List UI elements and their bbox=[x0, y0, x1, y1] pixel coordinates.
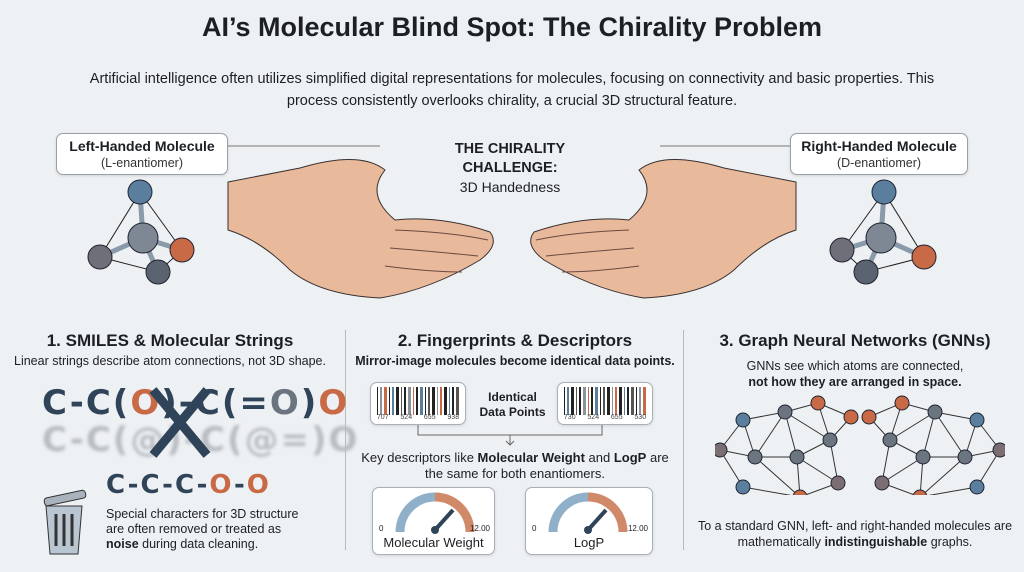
left-molecule-icon bbox=[87, 179, 195, 285]
barcode-numbers: 730 524 655 530 bbox=[558, 414, 652, 421]
graph-edge bbox=[784, 411, 798, 458]
page-title: AI’s Molecular Blind Spot: The Chirality… bbox=[201, 12, 823, 42]
trash-can-icon bbox=[43, 489, 87, 555]
gauge-label: LogP bbox=[573, 535, 605, 550]
right-hand-icon bbox=[530, 159, 797, 299]
identical-data-points-label: Identical Data Points bbox=[479, 390, 546, 419]
graph-node bbox=[735, 479, 751, 495]
barcode-number: 524 bbox=[400, 414, 413, 421]
left-label-title: Left-Handed Molecule bbox=[69, 138, 215, 154]
left-molecule-label: Left-Handed Molecule (L-enantiomer) bbox=[56, 133, 228, 175]
fingerprints-description: Mirror-image molecules become identical … bbox=[355, 354, 675, 368]
barcode-number: 730 bbox=[563, 414, 576, 421]
smiles-heading: 1. SMILES & Molecular Strings bbox=[46, 331, 294, 350]
barcode-numbers: 707 524 655 938 bbox=[371, 414, 465, 421]
graph-edge bbox=[754, 456, 799, 495]
graph-node bbox=[969, 412, 985, 428]
barcode-number: 655 bbox=[610, 414, 623, 421]
hands-and-molecules-illustration bbox=[87, 145, 937, 299]
graph-node bbox=[874, 475, 890, 491]
barcode-right: 730 524 655 530 bbox=[557, 382, 653, 425]
smiles-string: C-C(O)-C(=O)O bbox=[42, 383, 350, 423]
smiles-description: Linear strings describe atom connections… bbox=[14, 354, 326, 368]
subtitle: Artificial intelligence often utilizes s… bbox=[89, 71, 935, 109]
gauge-logp: 0 12.00 LogP bbox=[525, 487, 653, 555]
gauge-max: 12.00 bbox=[627, 524, 648, 533]
barcode-left: 707 524 655 938 bbox=[370, 382, 466, 425]
graph-node bbox=[792, 489, 808, 495]
graph-node bbox=[957, 449, 973, 465]
graph-edge bbox=[784, 411, 831, 441]
chirality-challenge: THE CHIRALITY CHALLENGE: 3D Handedness bbox=[430, 140, 590, 197]
left-hand-icon bbox=[227, 159, 494, 299]
right-molecule-label: Right-Handed Molecule (D-enantiomer) bbox=[790, 133, 968, 175]
graph-edge bbox=[921, 456, 966, 495]
graph-node bbox=[843, 409, 859, 425]
graph-node bbox=[777, 404, 793, 420]
graph-edge bbox=[928, 486, 978, 495]
molecular-graphs bbox=[715, 395, 1005, 495]
graph-edge bbox=[742, 486, 792, 495]
graph-node bbox=[715, 442, 728, 458]
graph-node bbox=[969, 479, 985, 495]
barcode-number: 707 bbox=[376, 414, 389, 421]
gnn-description: GNNs see which atoms are connected,not h… bbox=[746, 359, 964, 389]
gauge-min: 0 bbox=[379, 524, 384, 533]
graph-node bbox=[830, 475, 846, 491]
graph-node bbox=[822, 432, 838, 448]
barcode-number: 530 bbox=[634, 414, 647, 421]
section-divider bbox=[683, 330, 684, 550]
graph-node bbox=[882, 432, 898, 448]
graph-edge bbox=[881, 456, 924, 484]
gauge-dial-icon bbox=[395, 492, 475, 534]
graph-node bbox=[894, 395, 910, 411]
gauge-min: 0 bbox=[532, 524, 537, 533]
challenge-sub: 3D Handedness bbox=[459, 179, 561, 195]
barcode-number: 655 bbox=[423, 414, 436, 421]
graph-edge bbox=[934, 411, 966, 458]
gauge-dial-icon bbox=[548, 492, 628, 534]
gnn-heading: 3. Graph Neural Networks (GNNs) bbox=[719, 331, 991, 350]
fingerprints-heading: 2. Fingerprints & Descriptors bbox=[397, 331, 633, 350]
descriptors-note: Key descriptors like Molecular Weight an… bbox=[361, 450, 669, 481]
graph-edge bbox=[796, 456, 839, 484]
graph-node bbox=[915, 449, 931, 465]
graph-edge bbox=[889, 411, 936, 441]
graph-edge bbox=[922, 411, 936, 458]
gauge-max: 12.00 bbox=[469, 524, 490, 533]
gauge-molecular-weight: 0 12.00 Molecular Weight bbox=[372, 487, 495, 555]
gauge-label: Molecular Weight bbox=[383, 535, 484, 550]
left-label-sub: (L-enantiomer) bbox=[101, 156, 183, 170]
graph-edge bbox=[754, 411, 786, 458]
barcode-number: 524 bbox=[587, 414, 600, 421]
right-molecule-icon bbox=[829, 179, 937, 285]
graph-node bbox=[747, 449, 763, 465]
section-divider bbox=[345, 330, 346, 550]
cross-out-icon bbox=[149, 387, 211, 458]
merge-bracket bbox=[417, 425, 603, 446]
cleaning-note: Special characters for 3D structure are … bbox=[106, 507, 299, 551]
right-label-title: Right-Handed Molecule bbox=[801, 138, 957, 154]
barcode-number: 938 bbox=[447, 414, 460, 421]
gnn-footnote: To a standard GNN, left- and right-hande… bbox=[697, 519, 1013, 549]
graph-node bbox=[735, 412, 751, 428]
cleaned-smiles-string: C-C-C-O-O bbox=[106, 470, 271, 500]
graph-node bbox=[912, 489, 928, 495]
challenge-title: THE CHIRALITY CHALLENGE: bbox=[454, 141, 566, 176]
graph-node bbox=[861, 409, 877, 425]
right-label-sub: (D-enantiomer) bbox=[836, 156, 922, 170]
graph-node bbox=[992, 442, 1005, 458]
graph-node bbox=[789, 449, 805, 465]
graph-node bbox=[927, 404, 943, 420]
graph-node bbox=[810, 395, 826, 411]
